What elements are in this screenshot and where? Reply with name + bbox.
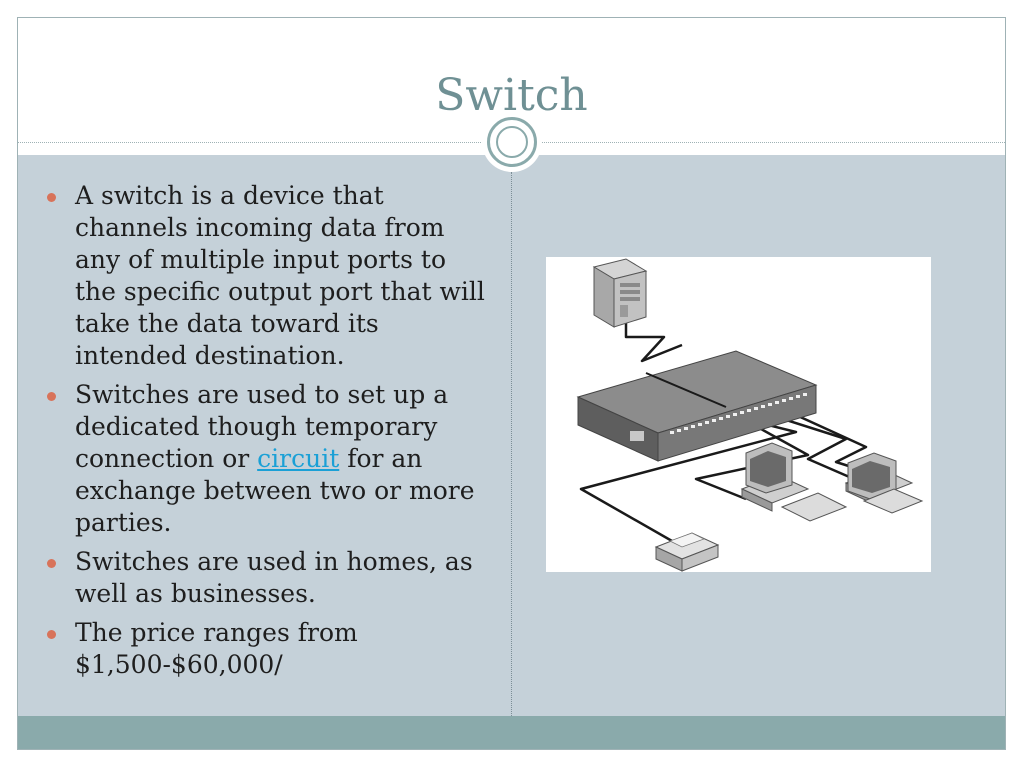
bullet-item: Switches are used to set up a dedicated …	[44, 379, 492, 539]
bullet-dot-icon	[47, 559, 56, 568]
bullet-dot-icon	[47, 193, 56, 202]
bullet-text: A switch is a device that channels incom…	[75, 181, 485, 370]
bullet-item: The price ranges from $1,500-$60,000/	[44, 617, 492, 681]
circuit-link[interactable]: circuit	[257, 444, 340, 473]
bullet-dot-icon	[47, 392, 56, 401]
bullet-item: Switches are used in homes, as well as b…	[44, 546, 492, 610]
ornament-inner-ring	[496, 126, 528, 158]
bullet-text-after-link: for an exchange between two or more part…	[75, 444, 475, 537]
bullet-item: A switch is a device that channels incom…	[44, 180, 492, 372]
bullet-text: Switches are used in homes, as well as b…	[75, 547, 473, 608]
network-switch-diagram	[546, 257, 931, 572]
footer-bar	[18, 716, 1005, 749]
desktop-computer-icon	[740, 442, 848, 522]
network-diagram-illustration	[576, 258, 924, 572]
desktop-computer-icon	[844, 452, 924, 514]
printer-icon	[654, 532, 720, 572]
bullet-text-before-link: Switches are used to set up a dedicated …	[75, 380, 449, 473]
server-tower-icon	[592, 258, 648, 328]
bullet-list: A switch is a device that channels incom…	[44, 180, 492, 688]
bullet-dot-icon	[47, 630, 56, 639]
network-switch-icon	[576, 350, 818, 462]
bullet-text: The price ranges from $1,500-$60,000/	[75, 618, 358, 679]
column-divider	[511, 172, 512, 716]
